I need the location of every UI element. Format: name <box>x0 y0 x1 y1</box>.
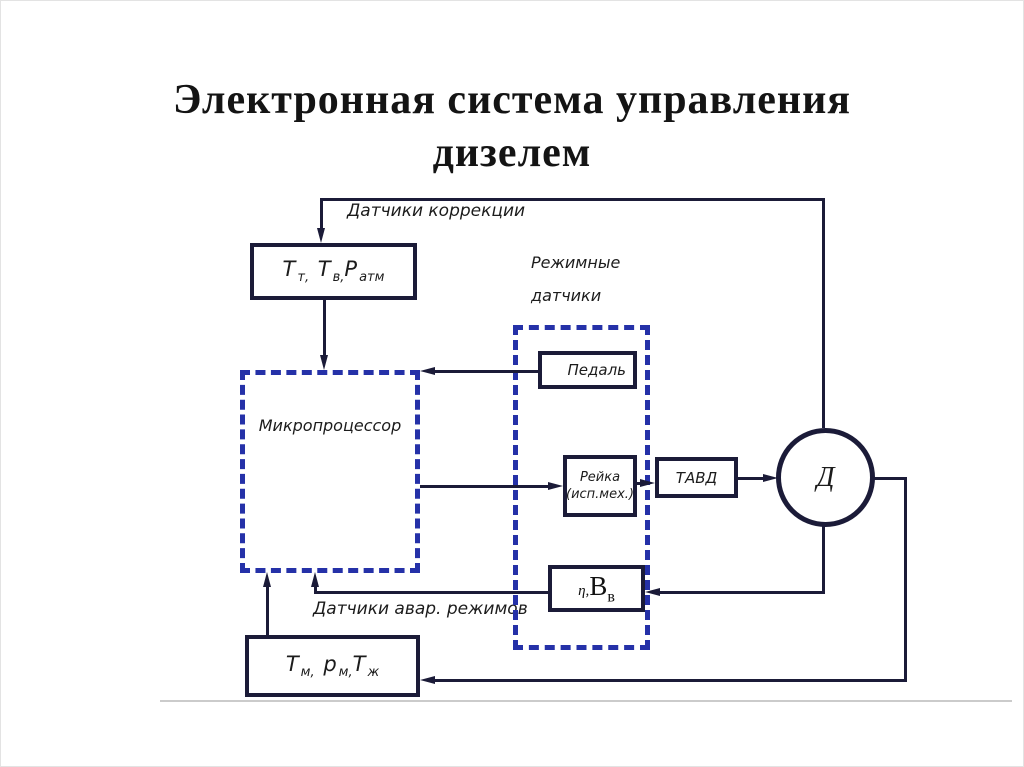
emergency-sensors-label: Датчики авар. режимов <box>313 599 528 619</box>
arrow-into-engine <box>763 474 778 482</box>
diagram-title-line1: Электронная система управления <box>172 77 852 123</box>
connector-engine-to-speed <box>659 591 825 594</box>
connector-mp-to-rack <box>420 485 549 488</box>
diagram-title-line2: дизелем <box>432 130 592 176</box>
connector-correction-to-mp <box>323 300 326 357</box>
arrow-into-microprocessor-top <box>320 355 328 370</box>
pedal-box: Педаль <box>538 351 637 389</box>
arrow-into-microprocessor-bottom-right <box>311 572 319 587</box>
tavd-box: ТАВД <box>655 457 738 498</box>
connector-rack-to-tavd <box>637 482 642 485</box>
speed-label: η,Вв <box>578 570 615 606</box>
pedal-label: Педаль <box>567 361 627 379</box>
arrow-into-microprocessor-right <box>420 367 435 375</box>
rack-label: Рейка (исп.мех.) <box>566 470 635 502</box>
connector-into-correction-vertical <box>320 198 323 230</box>
microprocessor-label: Микропроцессор <box>258 416 402 435</box>
connector-to-fluids-horizontal <box>434 679 907 682</box>
tavd-label: ТАВД <box>675 468 718 487</box>
arrow-into-tavd <box>640 479 655 487</box>
arrow-into-speed-box <box>645 588 660 596</box>
mode-sensors-label-line2: датчики <box>531 286 602 305</box>
connector-speed-to-mp-horizontal <box>314 591 548 594</box>
connector-fluids-to-mp <box>266 586 269 635</box>
connector-engine-right-vertical <box>904 477 907 682</box>
connector-engine-right-horizontal <box>874 477 907 480</box>
engine-label: Д <box>816 461 835 493</box>
arrow-into-fluids-box <box>420 676 435 684</box>
page-edge-line <box>160 700 1012 702</box>
connector-engine-bottom-vertical <box>822 526 825 594</box>
arrow-into-microprocessor-bottom-left <box>263 572 271 587</box>
diagram-title: Электронная система управления дизелем <box>0 74 1024 180</box>
connector-tavd-to-engine <box>738 477 764 480</box>
speed-box: η,Вв <box>548 565 645 612</box>
correction-sensors-box: Тт, Тв,Ратм <box>250 243 417 300</box>
correction-sensors-label: Датчики коррекции <box>347 201 526 221</box>
correction-sensors-formula: Тт, Тв,Ратм <box>282 257 385 286</box>
connector-engine-top-horizontal <box>322 198 825 201</box>
arrow-into-rack <box>548 482 563 490</box>
microprocessor-dashed-box <box>240 370 420 573</box>
fluids-sensors-box: Тм, рм,Тж <box>245 635 420 697</box>
rack-box: Рейка (исп.мех.) <box>563 455 637 517</box>
connector-speed-to-mp-vertical <box>314 586 317 593</box>
connector-pedal-to-mp <box>434 370 538 373</box>
connector-engine-top-vertical <box>822 198 825 428</box>
mode-sensors-label-line1: Режимные <box>531 253 621 272</box>
engine-circle: Д <box>776 428 875 527</box>
fluids-sensors-formula: Тм, рм,Тж <box>285 651 380 681</box>
arrow-into-correction-box <box>317 228 325 243</box>
